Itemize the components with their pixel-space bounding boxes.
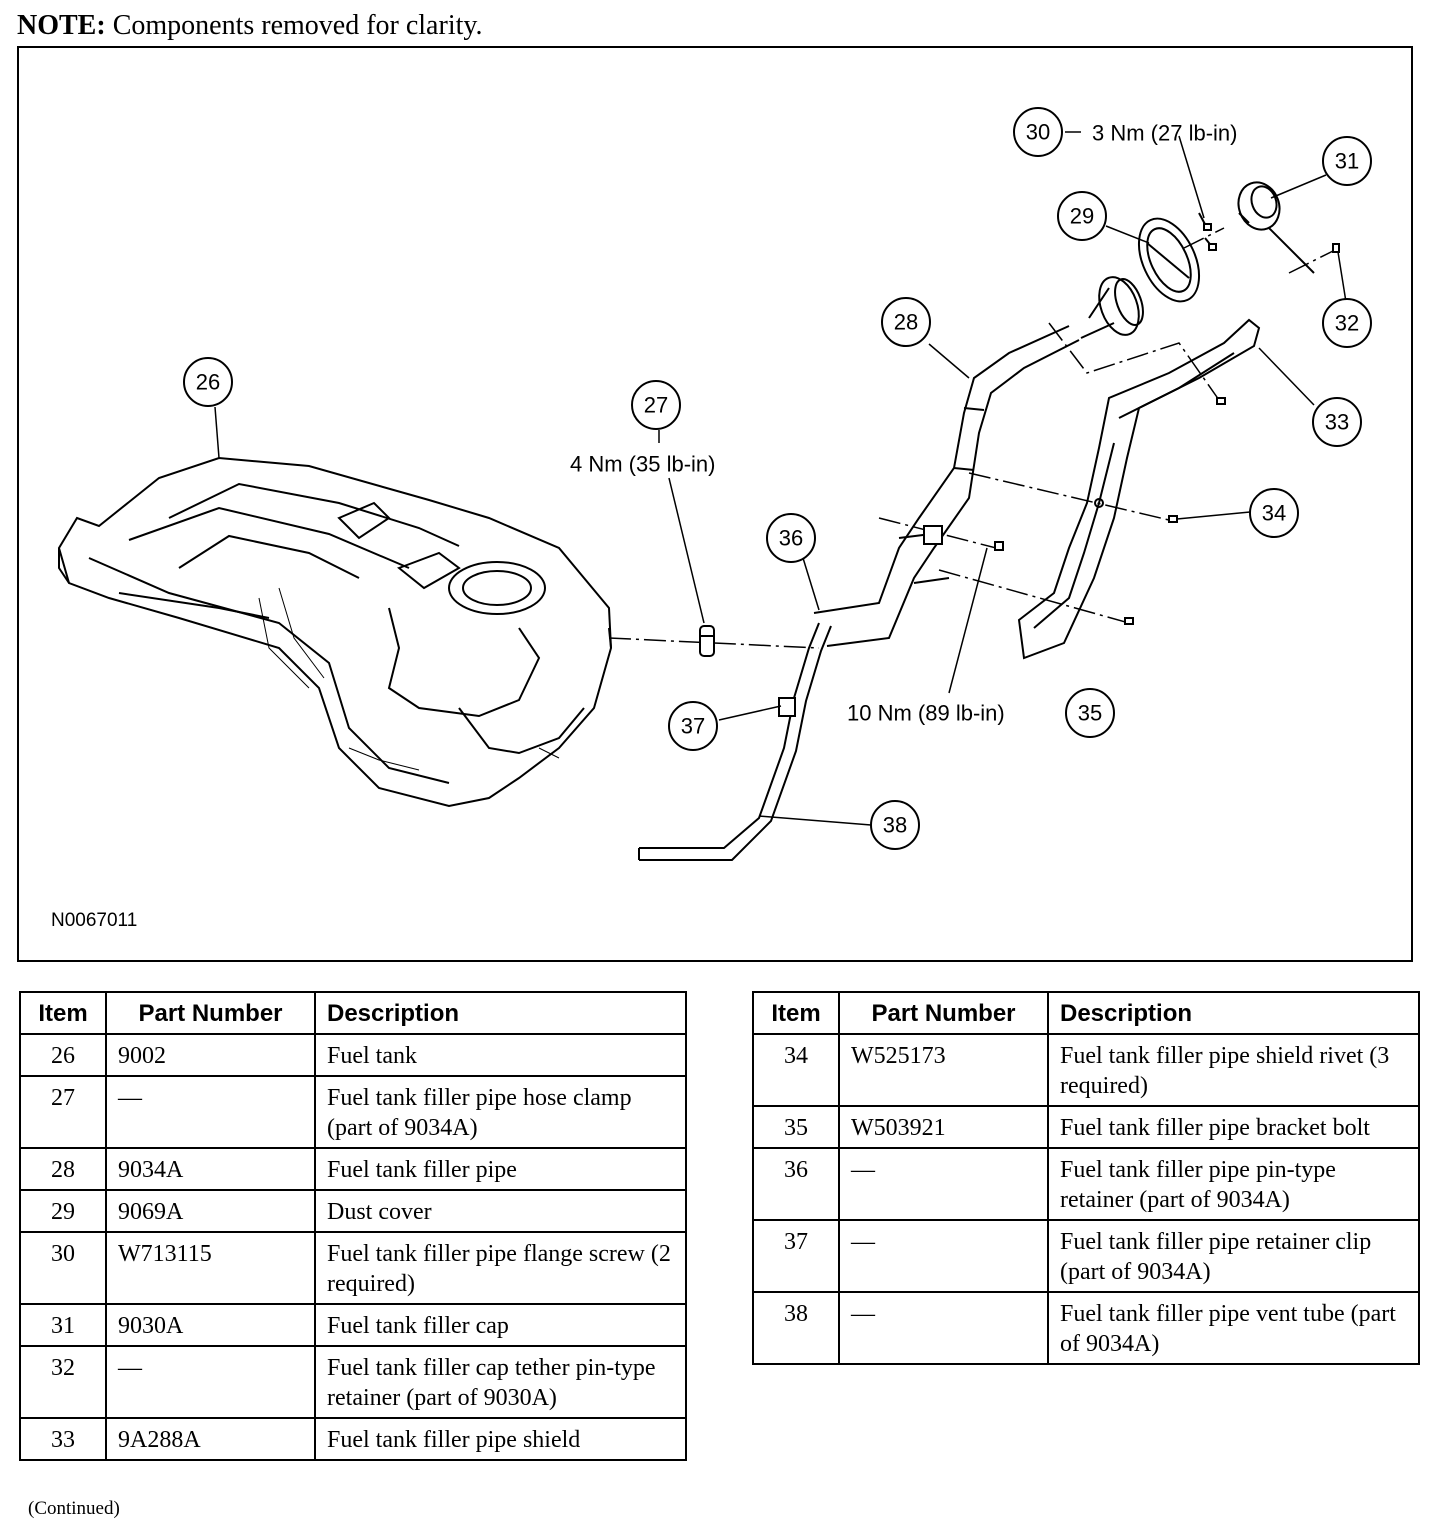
table-row: 32—Fuel tank filler cap tether pin-type …: [19, 1345, 687, 1419]
cell-item: 36: [752, 1147, 840, 1221]
cell-part-number: 9A288A: [105, 1417, 316, 1461]
table-row: 38—Fuel tank filler pipe vent tube (part…: [752, 1291, 1420, 1365]
leader-lines: [214, 131, 1347, 826]
pipe-shield-drawing: [1017, 318, 1261, 660]
callout-33: 33: [1325, 410, 1349, 435]
exploded-view-figure: 26 27 28 29 30 31 32 33 34 35 36 37 38 3…: [17, 46, 1413, 962]
cell-part-number: 9069A: [105, 1189, 316, 1233]
table-row: 37—Fuel tank filler pipe retainer clip (…: [752, 1219, 1420, 1293]
cell-part-number: W503921: [838, 1105, 1049, 1149]
cell-item: 29: [19, 1189, 107, 1233]
cell-part-number: 9002: [105, 1033, 316, 1077]
cell-item: 33: [19, 1417, 107, 1461]
callout-35: 35: [1078, 701, 1102, 726]
cell-item: 37: [752, 1219, 840, 1293]
callout-circles: [183, 107, 1372, 850]
cell-item: 38: [752, 1291, 840, 1365]
cell-part-number: —: [105, 1345, 316, 1419]
table-row: 27—Fuel tank filler pipe hose clamp (par…: [19, 1075, 687, 1149]
cell-description: Fuel tank: [314, 1033, 687, 1077]
callout-29: 29: [1070, 204, 1094, 229]
fuel-system-diagram: 26 27 28 29 30 31 32 33 34 35 36 37 38 3…: [57, 107, 1372, 861]
note-line: NOTE: Components removed for clarity.: [17, 10, 483, 42]
torque-35: 10 Nm (89 lb-in): [847, 701, 1005, 726]
callout-28: 28: [894, 310, 918, 335]
cell-item: 35: [752, 1105, 840, 1149]
cell-part-number: 9030A: [105, 1303, 316, 1347]
flange-screw-drawing: [1198, 212, 1217, 251]
cell-description: Fuel tank filler pipe retainer clip (par…: [1047, 1219, 1420, 1293]
torque-27: 4 Nm (35 lb-in): [570, 452, 715, 477]
continued-note: (Continued): [28, 1498, 120, 1519]
cell-part-number: W713115: [105, 1231, 316, 1305]
callout-30: 30: [1026, 120, 1050, 145]
callout-37: 37: [681, 714, 705, 739]
callout-38: 38: [883, 813, 907, 838]
callout-26: 26: [196, 370, 220, 395]
cell-item: 31: [19, 1303, 107, 1347]
torque-30: 3 Nm (27 lb-in): [1092, 121, 1237, 146]
callout-27: 27: [644, 393, 668, 418]
filler-cap-drawing: [1237, 181, 1340, 274]
callout-31: 31: [1335, 149, 1359, 174]
dust-cover-drawing: [1137, 217, 1201, 303]
cell-description: Fuel tank filler pipe pin-type retainer …: [1047, 1147, 1420, 1221]
cell-item: 32: [19, 1345, 107, 1419]
cell-description: Fuel tank filler cap: [314, 1303, 687, 1347]
note-text: Components removed for clarity.: [105, 10, 483, 41]
cell-description: Fuel tank filler pipe: [314, 1147, 687, 1191]
callout-36: 36: [779, 526, 803, 551]
filler-neck-drawing: [1080, 276, 1144, 339]
table-header-row: Item Part Number Description: [19, 991, 687, 1035]
note-label: NOTE:: [17, 10, 106, 41]
cell-description: Dust cover: [314, 1189, 687, 1233]
rivets-bolt-drawing: [994, 397, 1226, 625]
fuel-tank-details: [258, 587, 560, 771]
cell-item: 30: [19, 1231, 107, 1305]
cell-description: Fuel tank filler pipe flange screw (2 re…: [314, 1231, 687, 1305]
cell-description: Fuel tank filler pipe shield rivet (3 re…: [1047, 1033, 1420, 1107]
header-description: Description: [314, 991, 687, 1035]
callout-32: 32: [1335, 311, 1359, 336]
vent-tube-drawing: [638, 622, 832, 861]
table-row: 36—Fuel tank filler pipe pin-type retain…: [752, 1147, 1420, 1221]
figure-id: N0067011: [51, 910, 138, 931]
cell-part-number: W525173: [838, 1033, 1049, 1107]
callout-34: 34: [1262, 501, 1286, 526]
cell-part-number: 9034A: [105, 1147, 316, 1191]
header-item: Item: [19, 991, 107, 1035]
cell-part-number: —: [105, 1075, 316, 1149]
fuel-tank-drawing: [57, 456, 613, 808]
cell-item: 34: [752, 1033, 840, 1107]
cell-part-number: —: [838, 1291, 1049, 1365]
filler-pipe-drawing: [813, 325, 1080, 647]
table-header-row: Item Part Number Description: [752, 991, 1420, 1035]
cell-description: Fuel tank filler pipe vent tube (part of…: [1047, 1291, 1420, 1365]
header-item: Item: [752, 991, 840, 1035]
cell-item: 27: [19, 1075, 107, 1149]
cell-description: Fuel tank filler pipe hose clamp (part o…: [314, 1075, 687, 1149]
cell-item: 26: [19, 1033, 107, 1077]
hose-clamp-drawing: [699, 625, 715, 657]
cell-part-number: —: [838, 1147, 1049, 1221]
header-part-number: Part Number: [105, 991, 316, 1035]
cell-description: Fuel tank filler cap tether pin-type ret…: [314, 1345, 687, 1419]
header-description: Description: [1047, 991, 1420, 1035]
cell-description: Fuel tank filler pipe bracket bolt: [1047, 1105, 1420, 1149]
cell-item: 28: [19, 1147, 107, 1191]
header-part-number: Part Number: [838, 991, 1049, 1035]
assembly-lines: [608, 227, 1340, 649]
cell-part-number: —: [838, 1219, 1049, 1293]
cell-description: Fuel tank filler pipe shield: [314, 1417, 687, 1461]
